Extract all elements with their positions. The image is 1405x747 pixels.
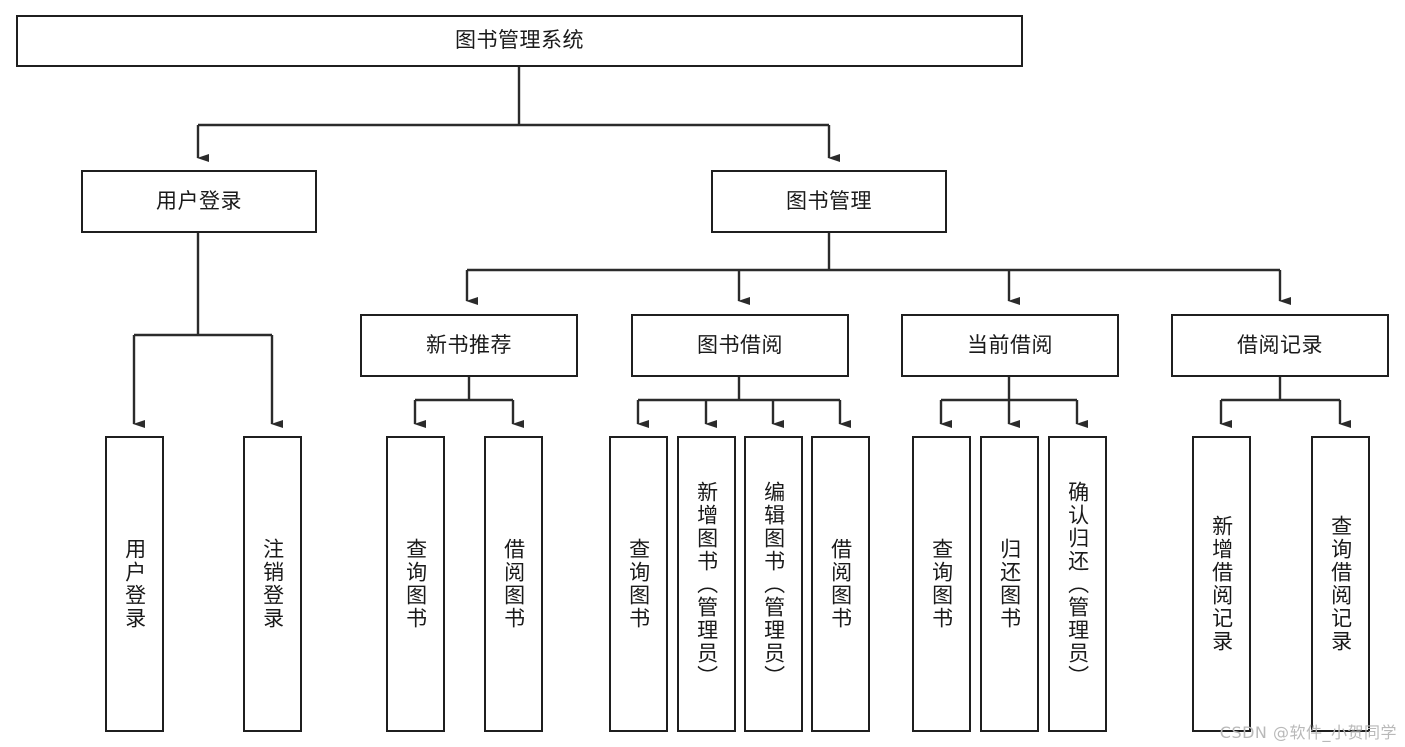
leaf-borrow-record-query-record[interactable]: 查询借阅记录 [1311, 436, 1370, 732]
leaf-user-login-logout[interactable]: 注销登录 [243, 436, 302, 732]
leaf-borrow-record-add-record[interactable]: 新增借阅记录 [1192, 436, 1251, 732]
node-label: 查询图书 [929, 538, 954, 630]
node-book-management[interactable]: 图书管理 [711, 170, 947, 233]
leaf-new-book-borrow-book[interactable]: 借阅图书 [484, 436, 543, 732]
node-label: 注销登录 [260, 538, 285, 630]
node-label: 用户登录 [156, 188, 242, 213]
node-label: 查询借阅记录 [1328, 515, 1353, 653]
node-label: 借阅图书 [828, 538, 853, 630]
node-label: 图书管理 [786, 188, 872, 213]
node-label: 编辑图书（管理员） [761, 480, 786, 688]
leaf-book-borrow-edit-book-admin[interactable]: 编辑图书（管理员） [744, 436, 803, 732]
node-label: 新书推荐 [426, 332, 512, 357]
node-label: 新增借阅记录 [1209, 515, 1234, 653]
node-label: 用户登录 [122, 538, 147, 630]
node-label: 查询图书 [403, 538, 428, 630]
leaf-user-login-login[interactable]: 用户登录 [105, 436, 164, 732]
node-current-borrow[interactable]: 当前借阅 [901, 314, 1119, 377]
leaf-book-borrow-borrow-book[interactable]: 借阅图书 [811, 436, 870, 732]
leaf-new-book-query-book[interactable]: 查询图书 [386, 436, 445, 732]
node-root-book-management-system[interactable]: 图书管理系统 [16, 15, 1023, 67]
node-user-login[interactable]: 用户登录 [81, 170, 317, 233]
leaf-current-borrow-query-book[interactable]: 查询图书 [912, 436, 971, 732]
node-new-book-recommend[interactable]: 新书推荐 [360, 314, 578, 377]
leaf-book-borrow-query-book[interactable]: 查询图书 [609, 436, 668, 732]
node-label: 借阅图书 [501, 538, 526, 630]
node-label: 确认归还（管理员） [1065, 480, 1090, 688]
leaf-book-borrow-add-book-admin[interactable]: 新增图书（管理员） [677, 436, 736, 732]
node-label: 借阅记录 [1237, 332, 1323, 357]
node-label: 图书借阅 [697, 332, 783, 357]
csdn-watermark: CSDN @软件_小贺同学 [1219, 723, 1397, 742]
node-label: 图书管理系统 [455, 28, 584, 53]
node-borrow-record[interactable]: 借阅记录 [1171, 314, 1389, 377]
node-label: 当前借阅 [967, 332, 1053, 357]
leaf-current-borrow-return-book[interactable]: 归还图书 [980, 436, 1039, 732]
node-book-borrow[interactable]: 图书借阅 [631, 314, 849, 377]
leaf-current-borrow-confirm-return-admin[interactable]: 确认归还（管理员） [1048, 436, 1107, 732]
node-label: 新增图书（管理员） [694, 480, 719, 688]
node-label: 查询图书 [626, 538, 651, 630]
node-label: 归还图书 [997, 538, 1022, 630]
